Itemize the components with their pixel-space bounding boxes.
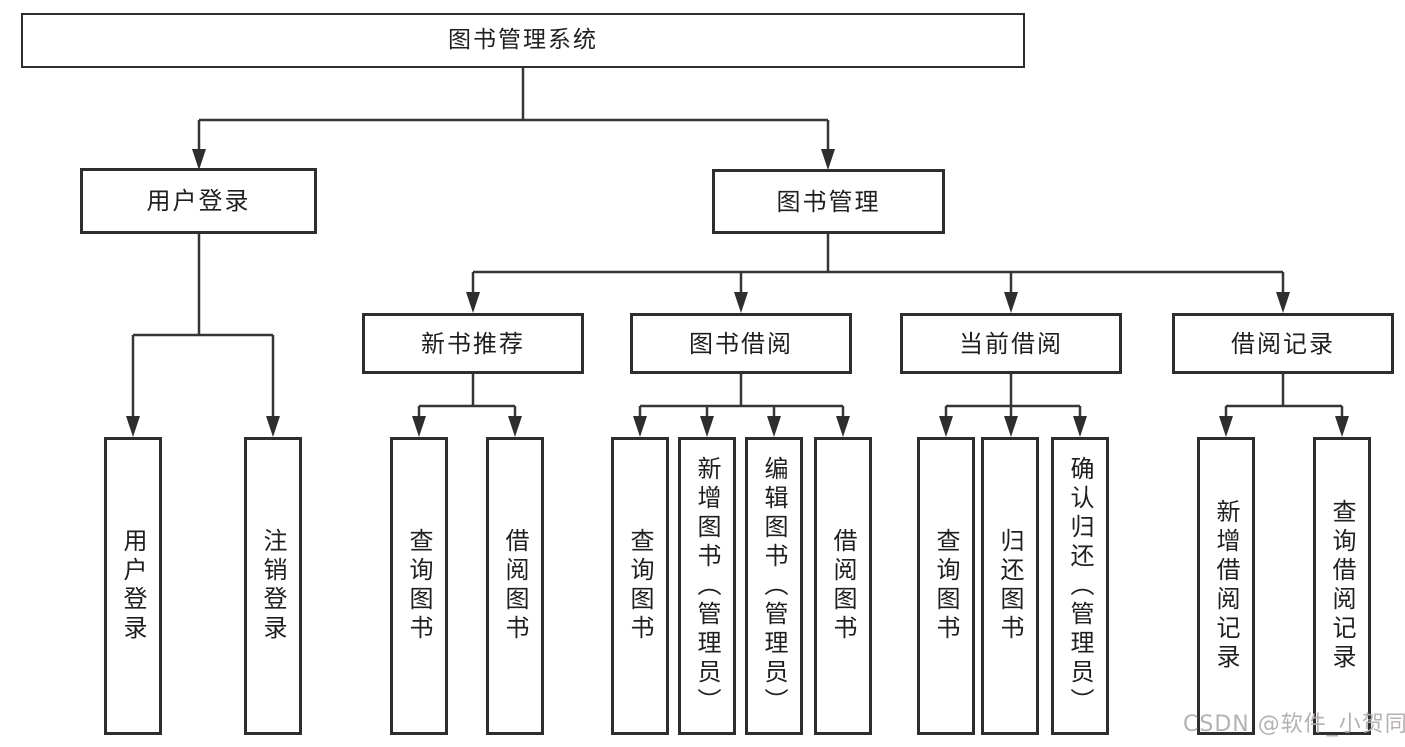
node-book-management: 图书管理 (712, 169, 945, 234)
node-label: 归还图书 (996, 528, 1024, 644)
node-new-book-recommendation: 新书推荐 (362, 313, 584, 374)
node-leaf-query-books: 查询图书 (611, 437, 669, 735)
node-leaf-add-book-admin: 新增图书（管理员） (678, 437, 736, 735)
node-leaf-user-login: 用户登录 (104, 437, 162, 735)
node-label: 借阅图书 (829, 528, 857, 644)
node-leaf-confirm-return-admin: 确认归还（管理员） (1051, 437, 1109, 735)
node-label: 查询借阅记录 (1328, 499, 1356, 673)
node-label: 用户登录 (146, 187, 251, 215)
node-label: 借阅记录 (1231, 329, 1335, 358)
node-label: 图书管理系统 (448, 27, 598, 53)
node-user-login: 用户登录 (80, 168, 317, 234)
node-leaf-query-books: 查询图书 (390, 437, 448, 735)
node-leaf-borrow-books: 借阅图书 (814, 437, 872, 735)
node-label: 查询图书 (626, 528, 654, 644)
node-label: 查询图书 (405, 528, 433, 644)
connector-arrowheads (126, 149, 1349, 437)
node-label: 新书推荐 (421, 329, 525, 358)
node-label: 新增图书（管理员） (693, 455, 721, 717)
node-leaf-logout: 注销登录 (244, 437, 302, 735)
node-label: 借阅图书 (501, 528, 529, 644)
node-label: 编辑图书（管理员） (760, 455, 788, 717)
node-label: 确认归还（管理员） (1066, 455, 1094, 717)
connector-stems (131, 68, 1344, 419)
node-leaf-query-borrow-record: 查询借阅记录 (1313, 437, 1371, 735)
node-leaf-edit-book-admin: 编辑图书（管理员） (745, 437, 803, 735)
csdn-watermark: CSDN @软件_小贺同学 (1183, 712, 1405, 737)
node-label: 用户登录 (119, 528, 147, 644)
node-label: 新增借阅记录 (1212, 499, 1240, 673)
node-leaf-borrow-books: 借阅图书 (486, 437, 544, 735)
node-label: 查询图书 (932, 528, 960, 644)
node-label: 注销登录 (259, 528, 287, 644)
node-book-borrowing: 图书借阅 (630, 313, 852, 374)
node-label: 当前借阅 (959, 329, 1063, 358)
node-library-management-system: 图书管理系统 (21, 13, 1025, 68)
node-current-borrowing: 当前借阅 (900, 313, 1122, 374)
node-label: 图书借阅 (689, 329, 793, 358)
node-label: 图书管理 (776, 187, 881, 216)
node-leaf-query-books: 查询图书 (917, 437, 975, 735)
node-borrowing-records: 借阅记录 (1172, 313, 1394, 374)
node-leaf-add-borrow-record: 新增借阅记录 (1197, 437, 1255, 735)
node-leaf-return-books: 归还图书 (981, 437, 1039, 735)
